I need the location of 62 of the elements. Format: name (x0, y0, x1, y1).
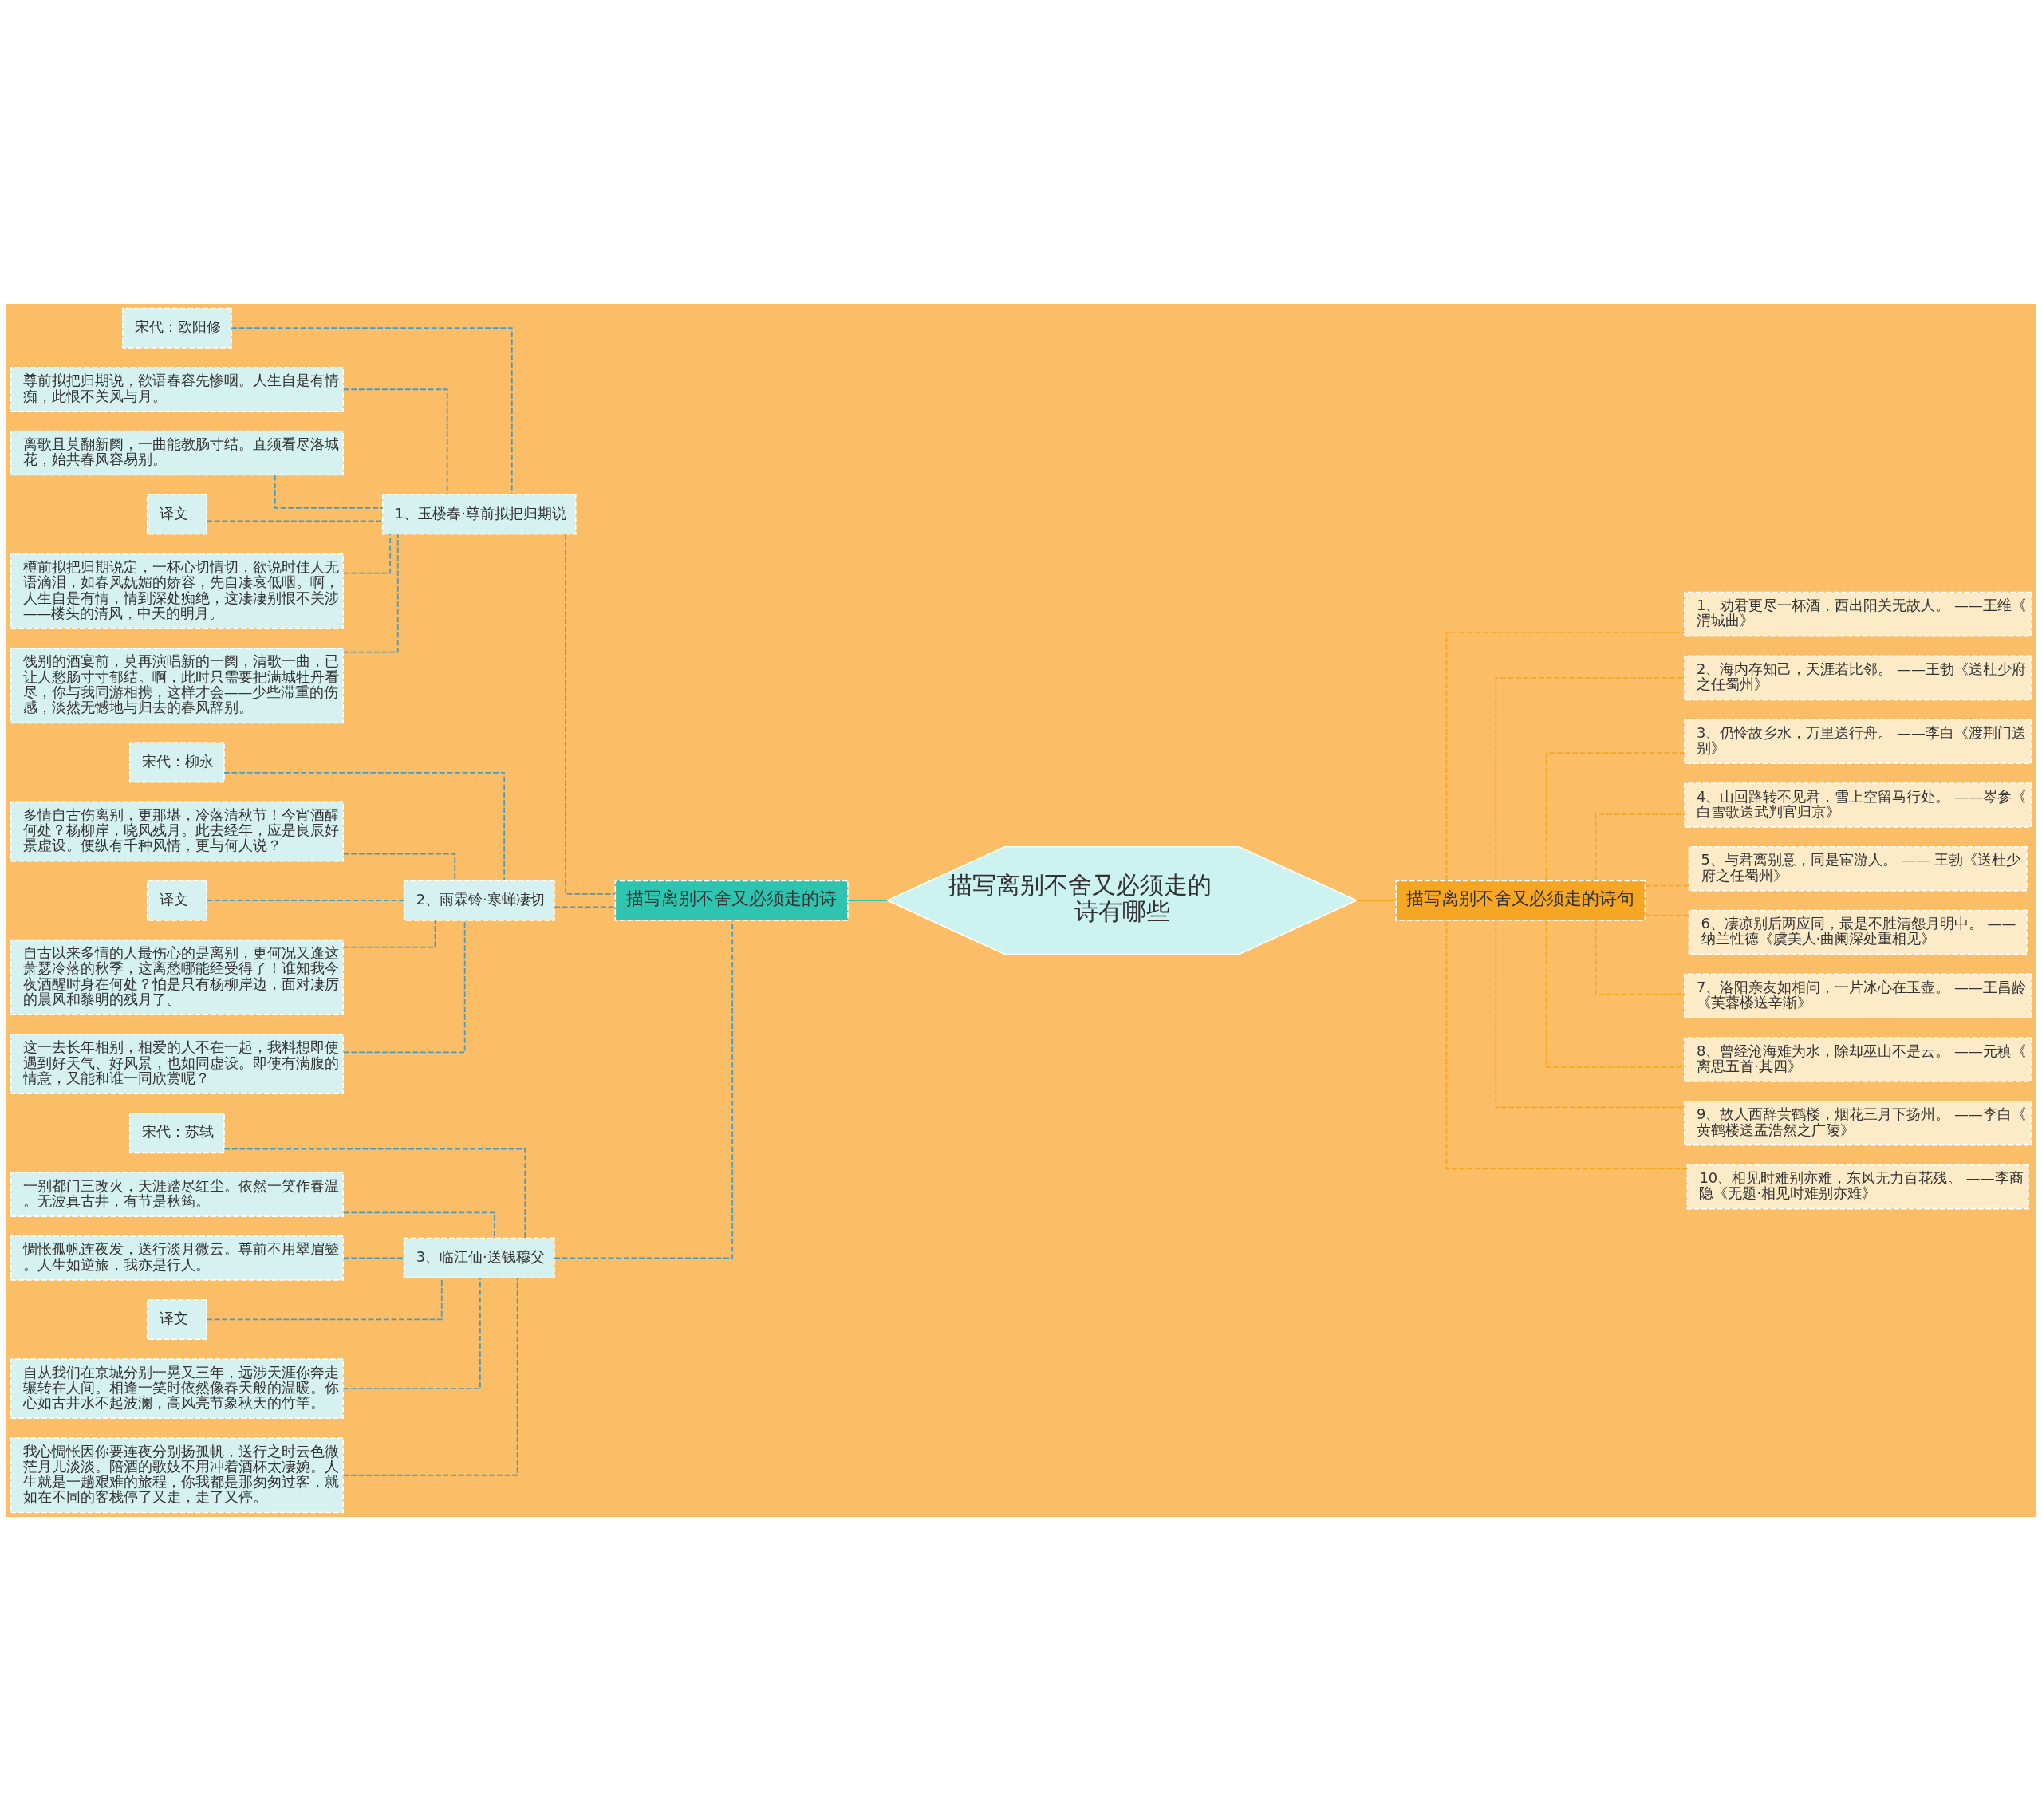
node-box: 1、劝君更尽一杯酒，西出阳关无故人。 ——王维《渭城曲》 (1684, 591, 2032, 636)
connector (274, 474, 384, 509)
node-box: 译文 (146, 880, 207, 921)
connector (342, 533, 392, 573)
connector (1445, 920, 1689, 1169)
connector (1495, 919, 1685, 1108)
node-box: 2、雨霖铃·寒蝉凄切 (403, 880, 555, 921)
node-box: 离歌且莫翻新阕，一曲能教肠寸结。直须看尽洛城花，始共春风容易别。 (10, 430, 345, 475)
node-box: 这一去长年相别，相爱的人不在一起，我料想即使遇到好天气、好风景，也如同虚设。即使有满腹的情意，又能和谁一同欣赏呢？ (10, 1033, 345, 1094)
node-box: 7、洛阳亲友如相问，一片冰心在玉壶。 ——王昌龄《芙蓉楼送辛渐》 (1684, 972, 2032, 1018)
connector (342, 533, 399, 653)
node-box: 6、凄凉别后两应同，最是不胜清怨月明中。 —— 纳兰性德《虞美人·曲阑深处重相见》 (1688, 909, 2028, 955)
node-box: 译文 (146, 493, 207, 535)
node-box: 3、仍怜故乡水，万里送行舟。 ——李白《渡荆门送别》 (1684, 718, 2032, 764)
node-box: 尊前拟把归期说，欲语春容先惨咽。人生自是有情痴，此恨不关风与月。 (10, 366, 345, 412)
node-box: 3、临江仙·送钱穆父 (403, 1237, 555, 1278)
connector (1445, 631, 1685, 881)
connector (342, 919, 466, 1053)
node-box: 宋代：欧阳修 (121, 307, 232, 349)
connector (1644, 884, 1690, 886)
node-box: 宋代：苏轼 (128, 1112, 225, 1153)
connector (1355, 899, 1397, 901)
node-box: 一别都门三改火，天涯踏尽红尘。依然一笑作春温。无波真古井，有节是秋筠。 (10, 1171, 345, 1217)
connector (1595, 919, 1685, 995)
connector (342, 1276, 481, 1389)
connector (206, 899, 405, 901)
connector (1495, 676, 1685, 881)
node-box: 自从我们在京城分别一晃又三年，远涉天涯你奔走辗转在人间。相逢一笑时依然像春天般的温暖。你心如古井水不起波澜，高风亮节象秋天的竹竿。 (10, 1357, 345, 1419)
node-box: 4、山回路转不见君，雪上空留马行处。 ——岑参《白雪歌送武判官归京》 (1684, 782, 2032, 828)
node-box: 饯别的酒宴前，莫再演唱新的一阕，清歌一曲，已让人愁肠寸寸郁结。啊，此时只需要把满城牡丹看尽，你与我同游相携，这样才会——少些滞重的伤感，淡然无憾地与归去的春风辞别。 (10, 647, 345, 723)
node-box: 10、相见时难别亦难，东风无力百花残。 ——李商隐《无题·相见时难别亦难》 (1686, 1164, 2029, 1209)
connector (1545, 919, 1685, 1068)
connector (565, 533, 616, 895)
node-box: 惆怅孤帆连夜发，送行淡月微云。尊前不用翠眉颦。人生如逆旅，我亦是行人。 (10, 1235, 345, 1281)
connector (342, 1211, 495, 1239)
connector (223, 771, 506, 881)
node-box: 描写离别不舍又必须走的诗句 (1395, 880, 1646, 921)
connector (1545, 751, 1685, 881)
node-box: 自古以来多情的人最伤心的是离别，更何况又逢这萧瑟冷落的秋季，这离愁哪能经受得了！谁知我今夜酒醒时身在何处？怕是只有杨柳岸边，面对凄厉的晨风和黎明的残月了。 (10, 939, 345, 1015)
node-box: 8、曾经沧海难为水，除却巫山不是云。 ——元稹《离思五首·其四》 (1684, 1036, 2032, 1082)
node-box: 1、玉楼春·尊前拟把归期说 (381, 493, 577, 535)
connector (231, 326, 513, 495)
node-box: 宋代：柳永 (128, 741, 225, 782)
connector (342, 388, 448, 495)
connector (554, 905, 616, 908)
connector (342, 1257, 405, 1259)
connector (206, 519, 384, 522)
connector (223, 1148, 526, 1239)
node-box: 5、与君离别意，同是宦游人。 —— 王勃《送杜少府之任蜀州》 (1688, 845, 2028, 892)
connector (342, 853, 456, 881)
connector (1595, 813, 1685, 881)
node-box: 樽前拟把归期说定，一杯心切情切，欲说时佳人无语滴泪，如春风妩媚的娇容，先自凄哀低咽。啊，人生自是有情，情到深处痴绝，这凄凄别恨不关涉——楼头的清风，中天的明月。 (10, 553, 345, 629)
connector (1644, 914, 1690, 916)
connector (847, 899, 889, 901)
node-box: 9、故人西辞黄鹤楼，烟花三月下扬州。 ——李白《黄鹤楼送孟浩然之广陵》 (1684, 1100, 2032, 1146)
connector (342, 1277, 518, 1476)
node-box: 描写离别不舍又必须走的诗 (614, 880, 849, 921)
node-box: 译文 (146, 1298, 207, 1340)
node-box: 我心惆怅因你要连夜分别扬孤帆，送行之时云色微茫月儿淡淡。陪酒的歌妓不用冲着酒杯太凄婉。人生就是一趟艰难的旅程，你我都是那匆匆过客，就如在不同的客栈停了又走，走了又停。 (10, 1436, 345, 1513)
node-box: 2、海内存知己，天涯若比邻。 ——王勃《送杜少府之任蜀州》 (1684, 655, 2032, 700)
node-box: 多情自古伤离别，更那堪，冷落清秋节！今宵酒醒何处？杨柳岸，晓风残月。此去经年，应是良辰好景虚设。便纵有千种风情，更与何人说？ (10, 801, 345, 861)
connector (342, 919, 436, 947)
